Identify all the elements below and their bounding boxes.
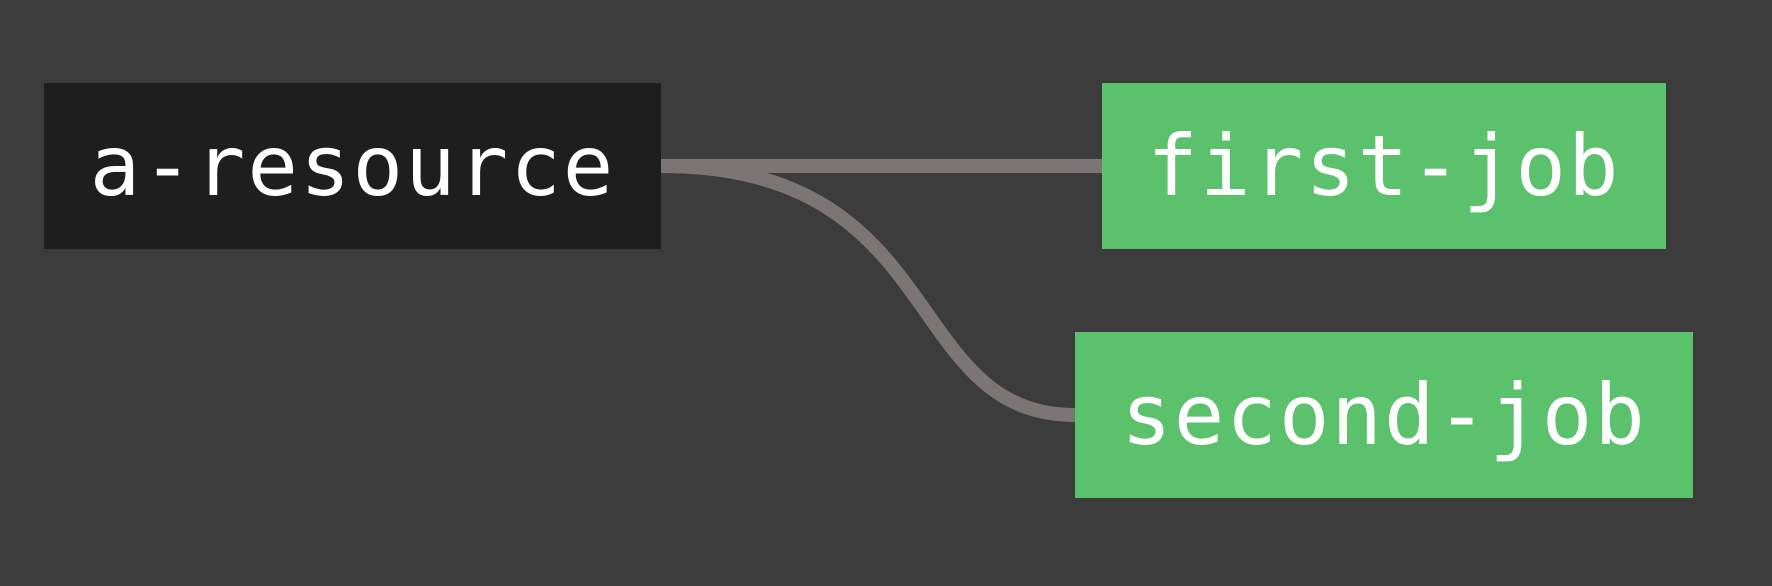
job-node-label: first-job <box>1147 117 1621 215</box>
resource-node-a-resource[interactable]: a-resource <box>44 83 661 249</box>
job-node-label: second-job <box>1121 366 1647 464</box>
resource-node-label: a-resource <box>89 117 616 215</box>
edge-a-resource-to-second-job <box>660 159 1076 422</box>
job-node-first-job[interactable]: first-job <box>1102 83 1666 249</box>
job-node-second-job[interactable]: second-job <box>1075 332 1693 498</box>
